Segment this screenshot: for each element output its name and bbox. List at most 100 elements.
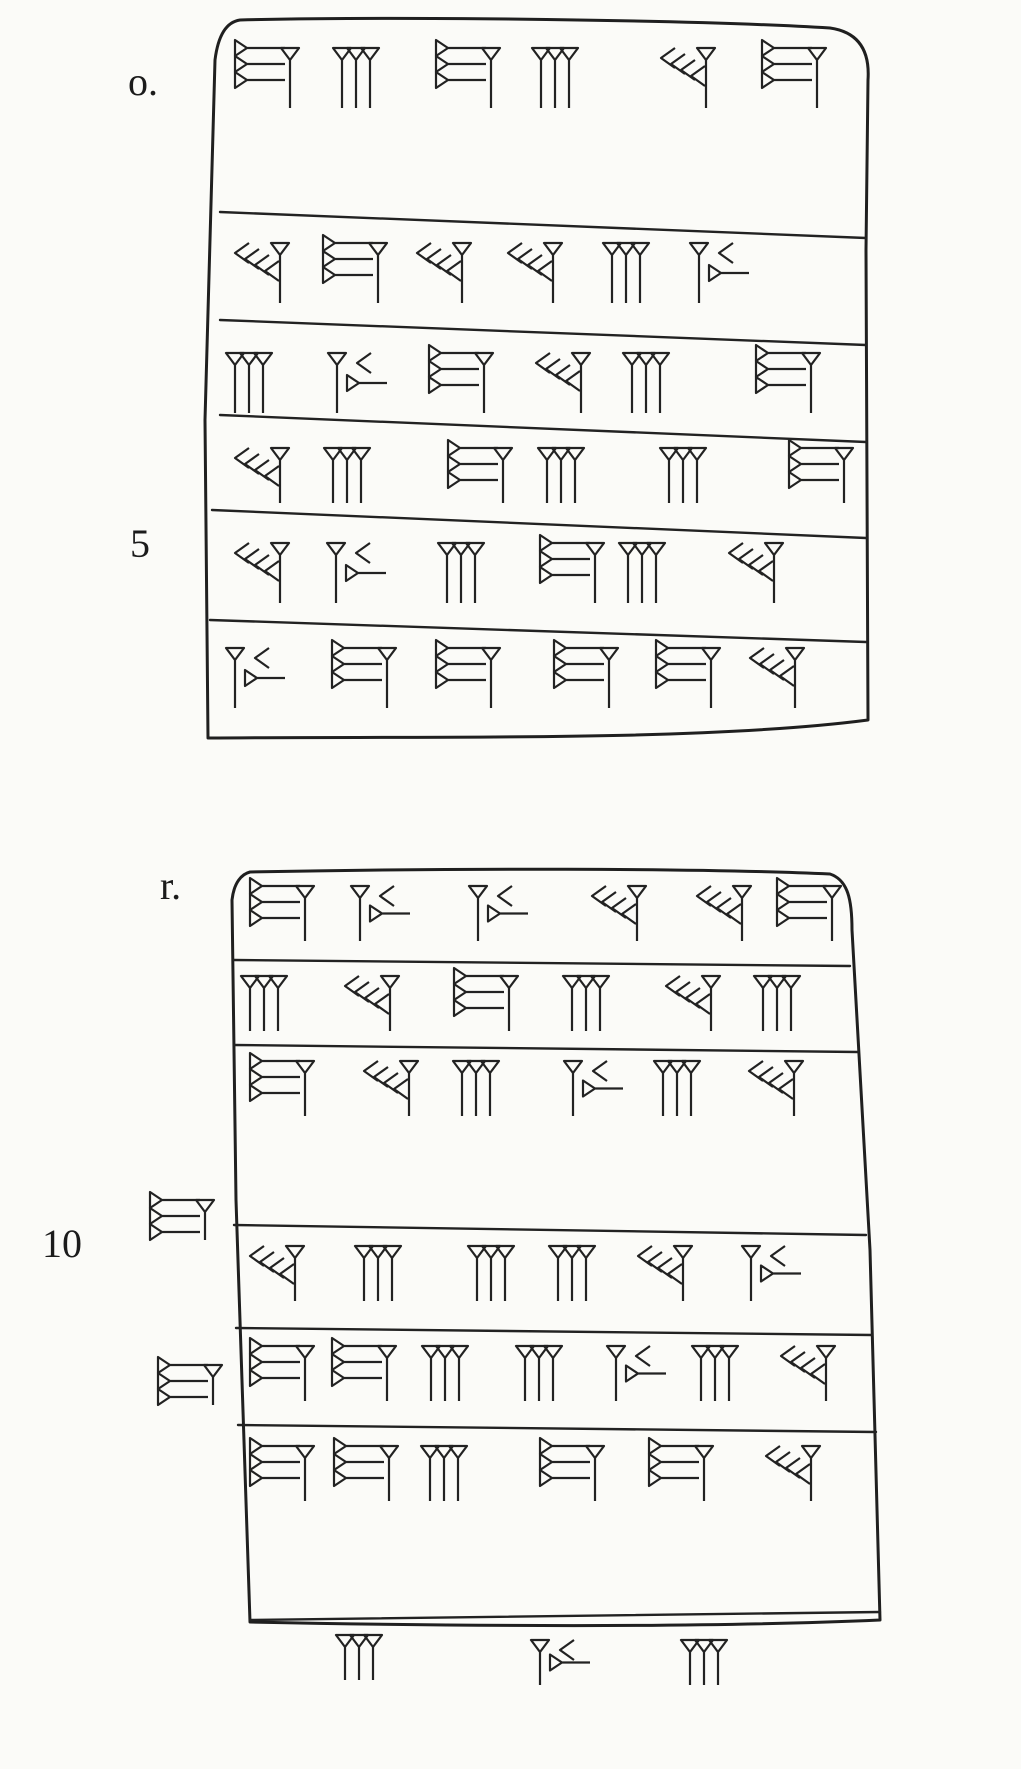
winkelhaken-mark: [263, 260, 280, 282]
wedge-mark: [536, 446, 558, 503]
wedge-mark: [581, 1079, 623, 1098]
wedge-mark: [538, 565, 590, 585]
wedge-mark: [631, 541, 653, 603]
wedge-mark: [547, 1244, 569, 1301]
wedge-mark: [544, 46, 566, 108]
wedge-mark: [584, 541, 606, 603]
wedge-mark: [434, 1344, 456, 1401]
winkelhaken-mark: [591, 1060, 608, 1082]
wedge-mark: [465, 1059, 487, 1116]
winkelhaken-mark: [757, 560, 774, 582]
wedge-mark: [679, 1638, 701, 1685]
wedge-mark: [480, 1244, 502, 1301]
wedge-mark: [833, 446, 855, 503]
reverse-line-rulings: [232, 958, 882, 1622]
winkelhaken-mark: [558, 1639, 575, 1661]
wedge-mark: [740, 1244, 762, 1301]
wedge-mark: [635, 351, 657, 413]
wedge-mark: [294, 1444, 316, 1501]
wedge-mark: [754, 375, 806, 395]
wedge-mark: [238, 351, 260, 413]
wedge-mark: [434, 54, 486, 74]
wedge-mark: [558, 46, 580, 108]
wedge-mark: [348, 1633, 370, 1680]
winkelhaken-mark: [278, 1263, 295, 1285]
wedge-mark: [362, 1633, 384, 1680]
winkelhaken-mark: [536, 260, 553, 282]
wedge-mark: [156, 1371, 208, 1391]
winkelhaken-mark: [263, 465, 280, 487]
wedge-mark: [284, 1244, 306, 1301]
wedge-mark: [330, 1336, 382, 1356]
wedge-mark: [605, 1344, 627, 1401]
wedge-mark: [252, 351, 274, 413]
wedge-mark: [368, 904, 410, 923]
wedge-mark: [700, 974, 722, 1031]
reverse-outline: [230, 867, 882, 1627]
wedge-mark: [381, 1244, 403, 1301]
line-number-10: 10: [42, 1221, 82, 1266]
wedge-mark: [589, 974, 611, 1031]
winkelhaken-mark: [354, 542, 371, 564]
wedge-mark: [787, 454, 839, 474]
winkelhaken-mark: [778, 665, 795, 687]
wedge-mark: [601, 241, 623, 303]
wedge-mark: [446, 454, 498, 474]
reverse-label: r.: [160, 863, 182, 908]
wedge-mark: [680, 1059, 702, 1116]
wedge-mark: [322, 446, 344, 503]
wedge-mark: [528, 1344, 550, 1401]
wedge-mark: [248, 1436, 300, 1456]
winkelhaken-mark: [496, 885, 513, 907]
wedge-mark: [700, 646, 722, 708]
wedge-mark: [446, 438, 498, 458]
wedge-mark: [367, 1244, 389, 1301]
wedge-mark: [233, 38, 285, 58]
wedge-mark: [420, 1344, 442, 1401]
wedge-mark: [148, 1190, 200, 1210]
wedge-mark: [494, 1244, 516, 1301]
wedge-mark: [345, 46, 367, 108]
wedge-mark: [344, 563, 386, 583]
wedge-mark: [760, 54, 812, 74]
wedge-mark: [552, 638, 604, 658]
wedge-mark: [269, 446, 291, 503]
wedge-mark: [598, 646, 620, 708]
wedge-mark: [224, 646, 246, 708]
wedge-mark: [542, 1344, 564, 1401]
wedge-mark: [575, 1244, 597, 1301]
wedge-mark: [433, 1444, 455, 1501]
wedge-mark: [452, 966, 504, 986]
wedge-mark: [330, 1352, 382, 1372]
wedge-mark: [645, 541, 667, 603]
wedge-mark: [647, 1452, 699, 1472]
wedge-mark: [359, 46, 381, 108]
wedge-mark: [584, 1444, 606, 1501]
winkelhaken-mark: [263, 560, 280, 582]
wedge-mark: [376, 1344, 398, 1401]
wedge-mark: [450, 541, 472, 603]
wedge-mark: [775, 892, 827, 912]
wedge-mark: [787, 438, 839, 458]
wedge-mark: [248, 1051, 300, 1071]
winkelhaken-mark: [355, 352, 372, 374]
cuneiform-signs: [148, 38, 855, 1685]
wedge-mark: [267, 974, 289, 1031]
wedge-mark: [148, 1222, 200, 1242]
wedge-mark: [629, 241, 651, 303]
wedge-mark: [451, 1059, 473, 1116]
wedge-mark: [452, 998, 504, 1018]
wedge-mark: [652, 1059, 674, 1116]
wedge-mark: [378, 1444, 400, 1501]
wedge-mark: [336, 446, 358, 503]
winkelhaken-mark: [253, 647, 270, 669]
wedge-mark: [148, 1206, 200, 1226]
wedge-mark: [436, 541, 458, 603]
wedge-mark: [775, 908, 827, 928]
wedge-mark: [575, 974, 597, 1031]
wedge-mark: [233, 54, 285, 74]
wedge-mark: [672, 1244, 694, 1301]
wedge-mark: [269, 541, 291, 603]
winkelhaken-mark: [794, 1463, 811, 1485]
winkelhaken-mark: [777, 1078, 794, 1100]
